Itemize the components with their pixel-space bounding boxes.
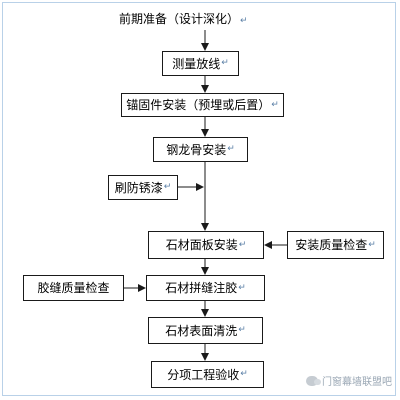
step-surface-clean-label: 石材表面清洗 <box>165 323 238 338</box>
step-keel: 钢龙骨安装↵ <box>153 137 248 162</box>
return-mark-icon: ↵ <box>240 369 248 379</box>
step-install-check: 安装质量检查↵ <box>287 231 384 259</box>
image-frame <box>2 2 396 396</box>
step-preparation: 前期准备（设计深化）↵ <box>119 13 248 26</box>
return-mark-icon: ↵ <box>221 58 229 68</box>
step-surface-clean: 石材表面清洗↵ <box>148 317 263 344</box>
return-mark-icon: ↵ <box>238 282 246 293</box>
step-joint-glue: 石材拼缝注胶↵ <box>146 275 265 301</box>
step-install-check-label: 安装质量检查 <box>295 238 368 252</box>
step-anchors-label: 锚固件安装（预埋或后置） <box>126 98 271 112</box>
step-anchors: 锚固件安装（预埋或后置）↵ <box>121 93 284 117</box>
step-rust-paint: 刷防锈漆↵ <box>108 175 178 200</box>
step-survey: 测量放线↵ <box>162 51 239 76</box>
return-mark-icon: ↵ <box>227 144 235 154</box>
step-panel-install: 石材面板安装↵ <box>148 231 264 259</box>
step-joint-check: 胶缝质量检查 <box>23 275 124 301</box>
watermark: 门窗幕墙联盟吧 <box>306 373 392 388</box>
step-keel-label: 钢龙骨安装 <box>166 142 227 157</box>
step-rust-paint-label: 刷防锈漆 <box>114 180 163 195</box>
step-preparation-label: 前期准备（设计深化） <box>119 12 240 26</box>
step-survey-label: 测量放线 <box>172 56 221 71</box>
watermark-text: 门窗幕墙联盟吧 <box>322 377 392 388</box>
return-mark-icon: ↵ <box>238 325 246 335</box>
step-acceptance: 分项工程验收↵ <box>151 361 264 388</box>
step-acceptance-label: 分项工程验收 <box>167 367 240 382</box>
return-mark-icon: ↵ <box>163 182 172 192</box>
step-panel-install-label: 石材面板安装 <box>165 238 238 252</box>
return-mark-icon: ↵ <box>238 239 247 250</box>
return-mark-icon: ↵ <box>240 16 248 26</box>
step-joint-check-label: 胶缝质量检查 <box>37 281 110 295</box>
return-mark-icon: ↵ <box>271 99 279 110</box>
step-joint-glue-label: 石材拼缝注胶 <box>165 281 238 295</box>
wechat-icon <box>306 375 321 386</box>
return-mark-icon: ↵ <box>368 239 376 250</box>
